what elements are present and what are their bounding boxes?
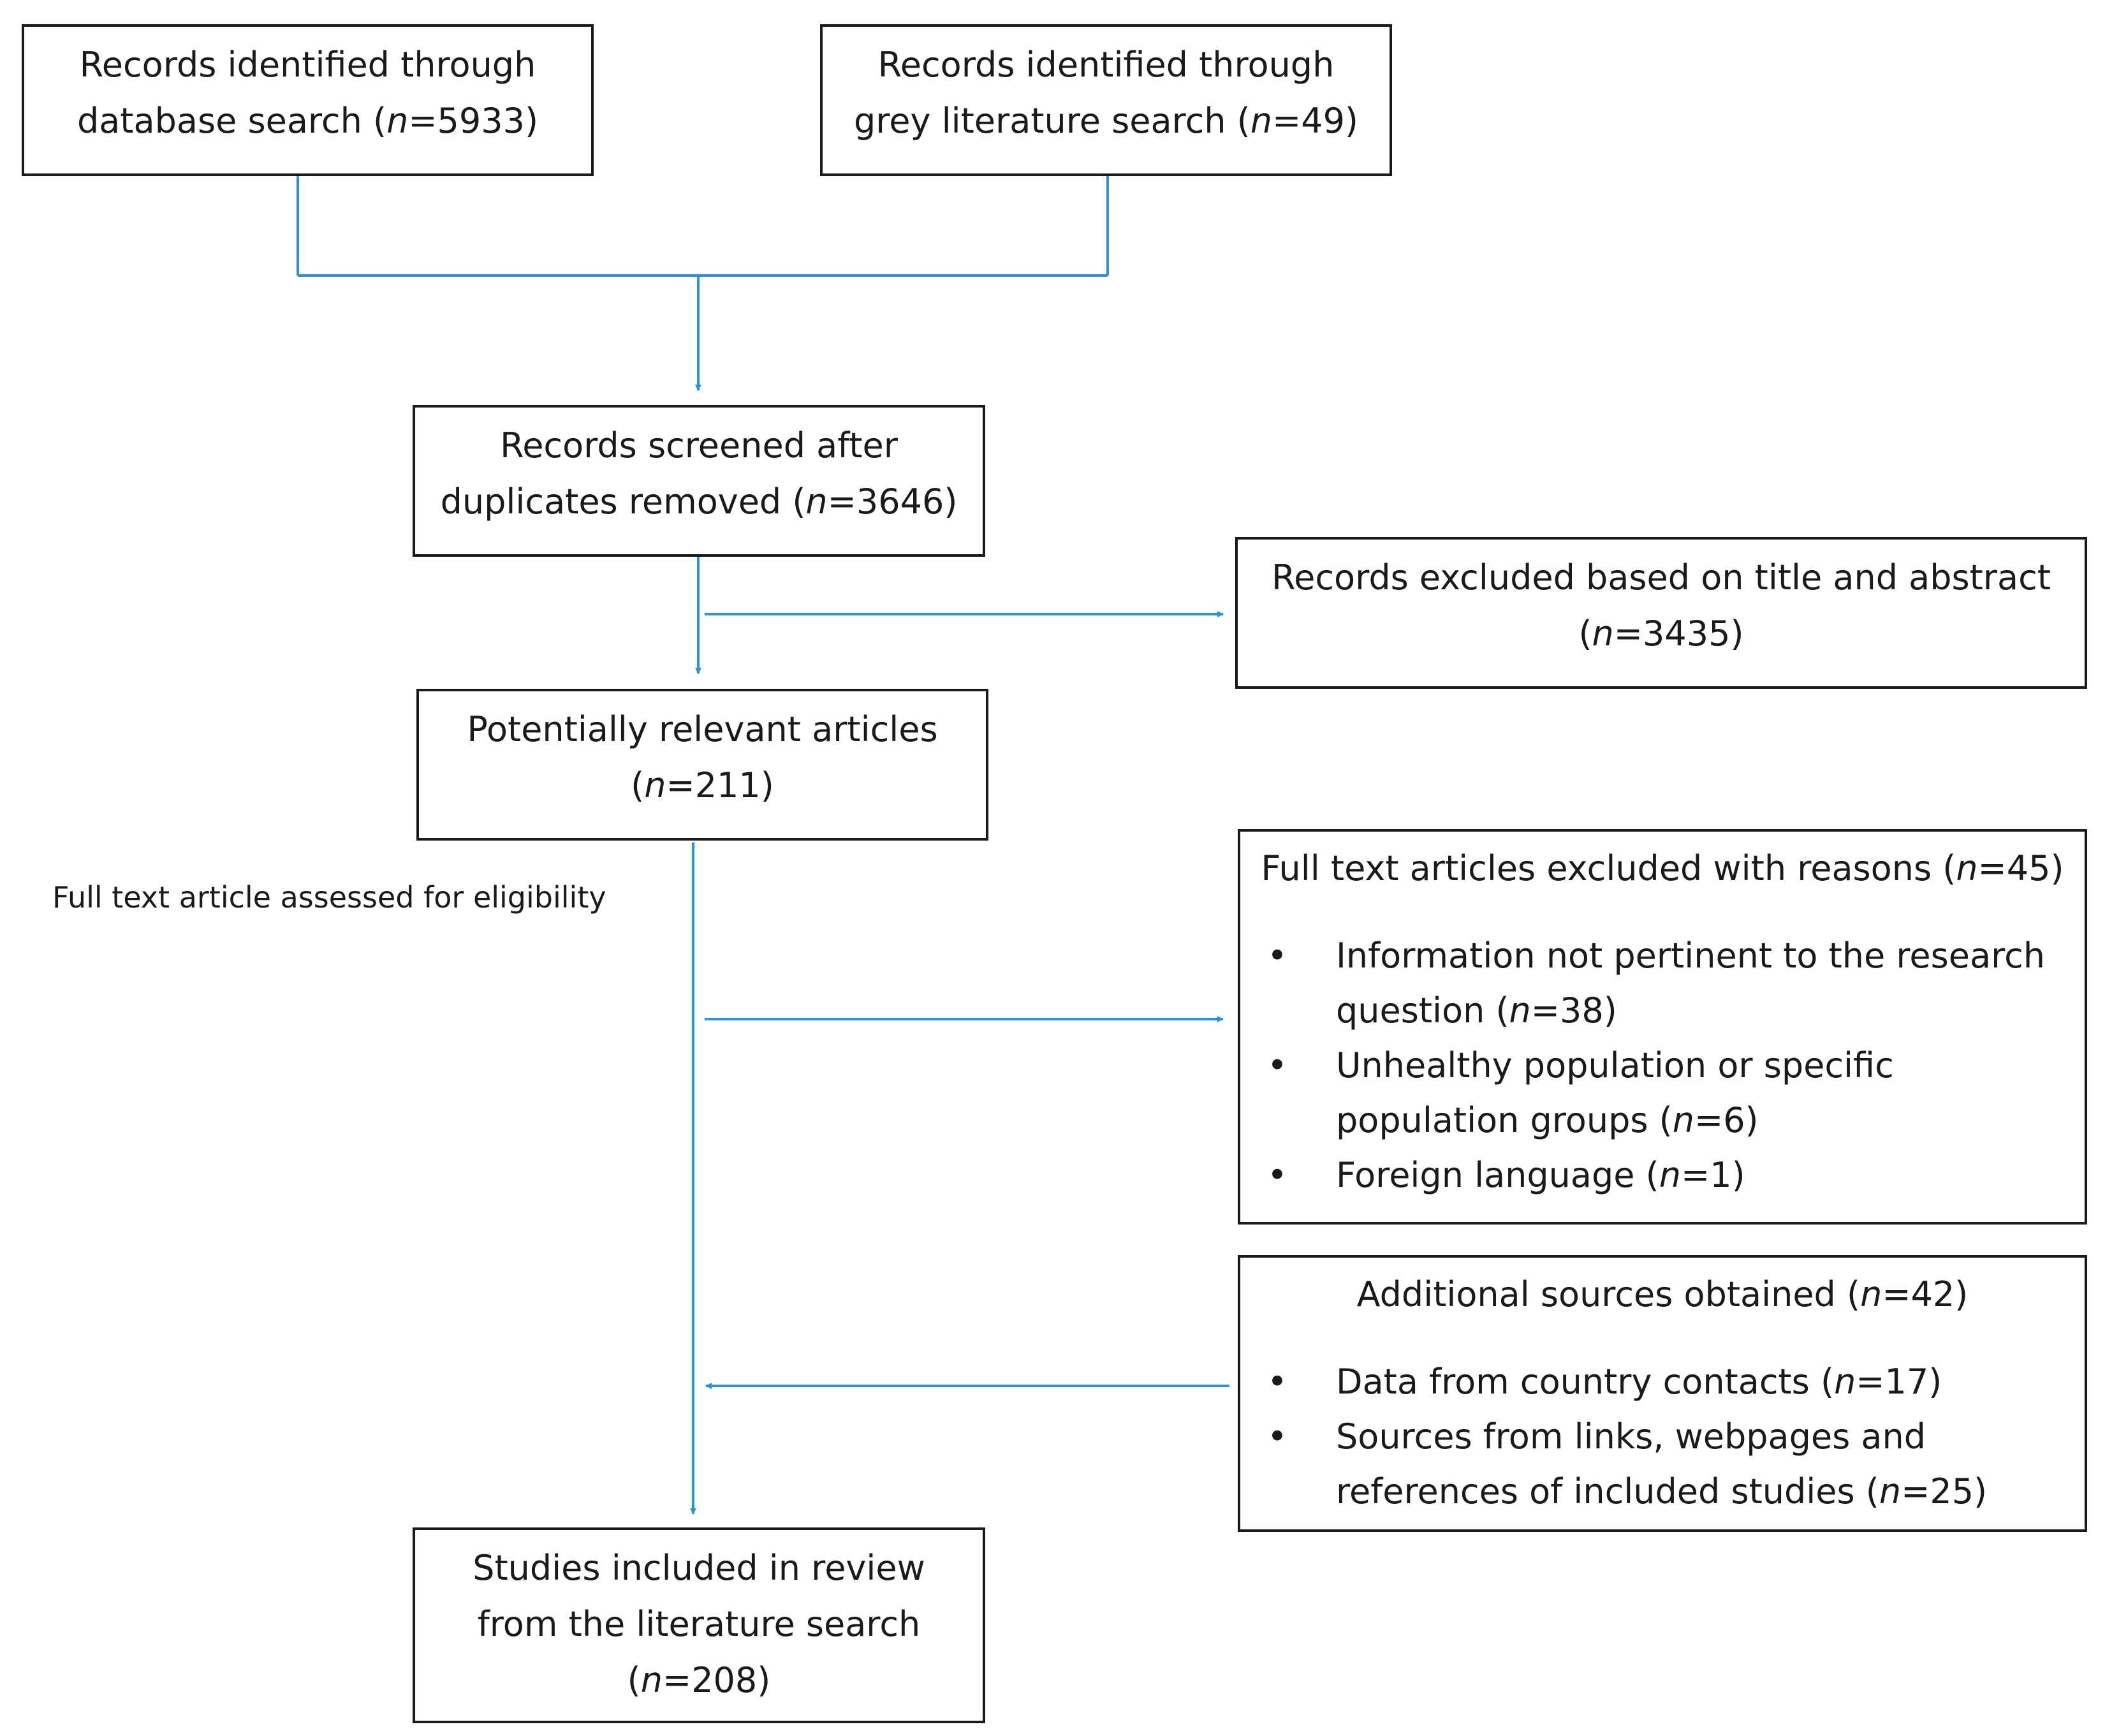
list-item: • Sources from links, webpages and refer… [1240,1409,2085,1519]
screened-line2-prefix: duplicates removed ( [440,482,806,522]
database-search-box: Records identified through database sear… [22,24,594,176]
bullet-icon: • [1267,1155,1287,1195]
reason-n: n [1659,1155,1681,1195]
list-item: • Foreign language (n=1) [1240,1148,2085,1203]
potentially-relevant-line2-prefix: ( [631,765,645,805]
reason-count: =38) [1530,990,1617,1031]
bullet-icon: • [1267,936,1287,976]
reason-count: =6) [1694,1100,1759,1140]
included-line2: from the literature search [477,1604,921,1644]
bullet-icon: • [1267,1362,1287,1402]
reason-n: n [1509,990,1531,1031]
potentially-relevant-n: n [644,765,666,805]
full-text-excluded-count: =45) [1977,848,2064,888]
list-item: • Unhealthy population or specific popul… [1240,1038,2085,1148]
included-line1: Studies included in review [473,1548,925,1588]
database-search-line1: Records identified through [79,45,536,85]
full-text-excluded-n: n [1956,848,1978,888]
excluded-title-abstract-line1: Records excluded based on title and abst… [1272,557,2051,598]
excluded-title-abstract-count: =3435) [1613,614,1744,654]
reason-n: n [1672,1100,1694,1140]
screened-n: n [805,482,828,522]
source-line2-prefix: references of included studies ( [1336,1471,1879,1512]
source-line1-prefix: Data from country contacts ( [1336,1362,1835,1402]
full-text-excluded-head-prefix: Full text articles excluded with reasons… [1261,848,1956,888]
excluded-title-abstract-line2-prefix: ( [1578,614,1592,654]
grey-literature-box: Records identified through grey literatu… [820,24,1392,176]
grey-literature-line1: Records identified through [877,45,1335,85]
reason-line2-prefix: question ( [1336,990,1509,1031]
excluded-title-abstract-n: n [1592,614,1614,654]
reason-line1: Information not pertinent to the researc… [1336,936,2046,976]
reason-line1-prefix: Foreign language ( [1336,1155,1659,1195]
database-search-line2-prefix: database search ( [77,101,387,141]
grey-literature-count: =49) [1272,101,1358,141]
full-text-excluded-reasons: • Information not pertinent to the resea… [1240,929,2085,1203]
source-count: =25) [1901,1471,1988,1512]
included-line3-prefix: ( [627,1660,641,1700]
database-search-count: =5933) [408,101,539,141]
included-studies-box: Studies included in review from the lite… [413,1527,985,1723]
source-n: n [1879,1471,1902,1512]
bullet-icon: • [1267,1045,1287,1085]
additional-sources-head-prefix: Additional sources obtained ( [1356,1274,1861,1314]
full-text-excluded-box: Full text articles excluded with reasons… [1238,829,2087,1225]
included-n: n [640,1660,663,1700]
potentially-relevant-count: =211) [666,765,774,805]
reason-line2-prefix: population groups ( [1336,1100,1673,1140]
excluded-title-abstract-box: Records excluded based on title and abst… [1235,537,2087,689]
bullet-icon: • [1267,1416,1287,1457]
additional-sources-n: n [1860,1274,1882,1314]
additional-sources-box: Additional sources obtained (n=42) • Dat… [1238,1255,2087,1532]
potentially-relevant-box: Potentially relevant articles (n=211) [416,689,988,841]
grey-literature-n: n [1250,101,1272,141]
potentially-relevant-line1: Potentially relevant articles [467,709,938,749]
full-text-assessed-label: Full text article assessed for eligibili… [52,880,606,915]
list-item: • Information not pertinent to the resea… [1240,929,2085,1038]
screened-line1: Records screened after [500,425,898,466]
screened-count: =3646) [827,482,958,522]
source-line1: Sources from links, webpages and [1336,1416,1926,1457]
list-item: • Data from country contacts (n=17) [1240,1355,2085,1409]
source-count: =17) [1856,1362,1942,1402]
reason-line1: Unhealthy population or specific [1336,1045,1894,1085]
source-n: n [1834,1362,1856,1402]
additional-sources-count: =42) [1882,1274,1969,1314]
additional-sources-list: • Data from country contacts (n=17) • So… [1240,1355,2085,1519]
reason-count: =1) [1680,1155,1745,1195]
grey-literature-line2-prefix: grey literature search ( [853,101,1251,141]
screened-box: Records screened after duplicates remove… [413,405,985,557]
included-count: =208) [662,1660,771,1700]
database-search-n: n [386,101,409,141]
